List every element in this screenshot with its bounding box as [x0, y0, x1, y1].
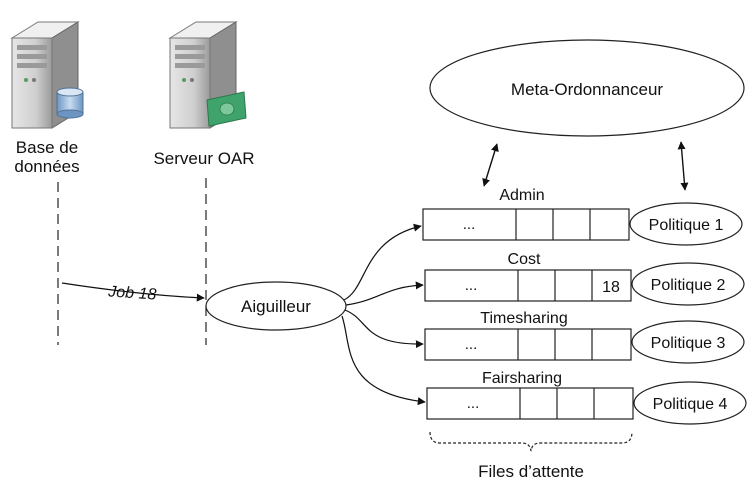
queue-first-cell: ...: [465, 277, 478, 294]
dispatch-arrow-admin: [343, 223, 422, 301]
queue-last-cell: 18: [602, 279, 620, 296]
queue-name: Admin: [499, 187, 544, 204]
meta-policy-arrow: [677, 141, 689, 191]
job-label: Job 18: [107, 283, 157, 303]
policy-4: Politique 4: [633, 381, 747, 425]
queues-brace: [429, 431, 633, 452]
policy-2: Politique 2: [631, 262, 745, 306]
queue-first-cell: ...: [467, 395, 480, 412]
dispatch-arrow-timesharing: [344, 309, 424, 349]
router-label: Aiguilleur: [241, 297, 311, 316]
policy-label: Politique 3: [651, 335, 726, 352]
dispatch-arrow-fairsharing: [341, 315, 426, 406]
queue-name: Fairsharing: [482, 370, 562, 387]
meta-admin-arrow: [482, 143, 499, 187]
dispatch-arrow-cost: [345, 281, 424, 306]
policy-1: Politique 1: [629, 202, 743, 246]
policy-label: Politique 2: [651, 277, 726, 294]
job-arrow: [61, 282, 205, 302]
queue-first-cell: ...: [465, 336, 478, 353]
queue-fairsharing: Fairsharing ...: [426, 370, 634, 420]
database-label-line1: Base de: [16, 138, 78, 157]
meta-scheduler-node: [429, 39, 745, 137]
policy-label: Politique 1: [649, 217, 724, 234]
queue-first-cell: ...: [463, 216, 476, 233]
queue-name: Cost: [508, 251, 541, 268]
database-server-icon: [10, 21, 84, 129]
queue-cost: Cost ... 18: [424, 251, 632, 302]
queue-admin: Admin ...: [422, 187, 630, 241]
queue-timesharing: Timesharing ...: [424, 310, 632, 361]
queue-name: Timesharing: [480, 310, 567, 327]
oar-server-label: Serveur OAR: [153, 149, 254, 168]
policy-label: Politique 4: [653, 396, 728, 413]
oar-server-icon: [168, 21, 247, 129]
meta-scheduler-label: Meta-Ordonnanceur: [511, 80, 663, 99]
database-label-line2: données: [14, 157, 79, 176]
queues-caption: Files d’attente: [478, 462, 584, 481]
policy-3: Politique 3: [631, 320, 745, 364]
router-node: [205, 281, 347, 331]
